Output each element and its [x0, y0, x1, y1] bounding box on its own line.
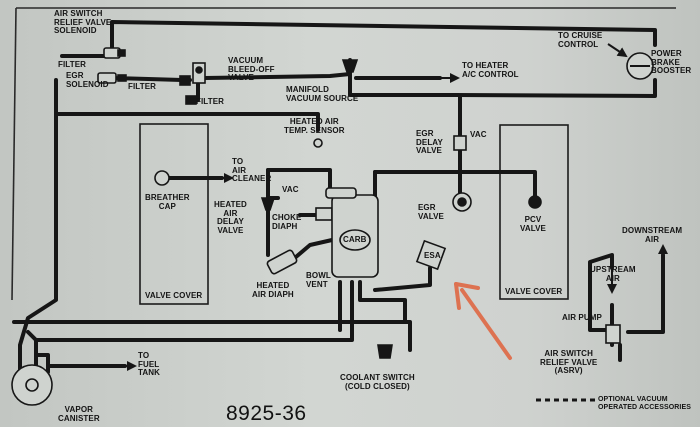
label-air-pump: AIR PUMP — [562, 313, 602, 322]
figure-number: 8925-36 — [226, 402, 307, 425]
frame-lines — [11, 7, 676, 301]
vacuum-lines — [12, 20, 665, 374]
valve-cover-right-box — [499, 124, 569, 300]
annotation-arrow — [454, 282, 512, 360]
label-valve-cover-right: VALVE COVER — [505, 287, 563, 296]
label-vac-mid: VAC — [282, 185, 299, 194]
label-valve-cover-left: VALVE COVER — [145, 291, 203, 300]
label-coolant-switch: COOLANT SWITCH(COLD CLOSED) — [340, 373, 415, 391]
label-carb: CARB — [343, 235, 367, 244]
label-vac-top: VAC — [470, 130, 487, 139]
valve-cover-left-box — [139, 123, 209, 305]
label-filter-low: FILTER — [196, 97, 225, 106]
flow-arrows — [125, 43, 668, 371]
label-filter-top: FILTER — [58, 60, 87, 69]
components — [11, 47, 654, 406]
label-filter-mid: FILTER — [128, 82, 157, 91]
label-esa: ESA — [424, 251, 441, 260]
